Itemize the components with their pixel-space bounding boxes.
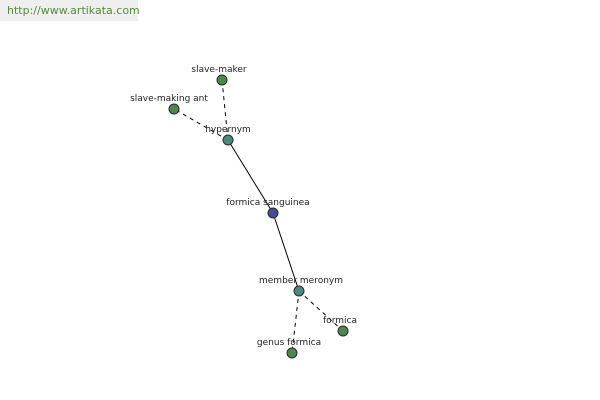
node-label-member-meronym[interactable]: member meronym	[259, 276, 343, 286]
node-member-meronym[interactable]: member meronym	[259, 276, 343, 297]
node-circle-member-meronym[interactable]	[293, 285, 305, 297]
node-label-slave-maker[interactable]: slave-maker	[191, 65, 247, 75]
node-circle-center[interactable]	[267, 207, 279, 219]
watermark-url: http://www.artikata.com	[0, 0, 140, 21]
node-circle-hypernym[interactable]	[222, 134, 234, 146]
node-center[interactable]: formica sanguinea	[226, 198, 310, 219]
node-label-genus-formica[interactable]: genus formica	[257, 338, 321, 348]
node-slave-maker[interactable]: slave-maker	[191, 65, 247, 86]
edge-member-meronym-to-genus-formica	[291, 290, 300, 354]
node-circle-genus-formica[interactable]	[286, 347, 298, 359]
node-label-formica[interactable]: formica	[323, 316, 357, 326]
node-circle-slave-maker[interactable]	[216, 74, 228, 86]
node-slave-making-ant[interactable]: slave-making ant	[130, 94, 208, 115]
node-formica[interactable]: formica	[323, 316, 357, 337]
edge-hypernym-to-slave-maker	[221, 79, 229, 141]
edge-member-meronym-to-formica	[298, 290, 344, 332]
nodes-layer: formica sanguinea hypernym member meronym s…	[130, 65, 357, 359]
edge-center-to-member-meronym	[272, 212, 300, 292]
edges-layer	[173, 79, 344, 354]
node-circle-formica[interactable]	[337, 325, 349, 337]
edge-hypernym-to-slave-making-ant	[173, 108, 229, 141]
node-label-hypernym[interactable]: hypernym	[205, 125, 251, 135]
node-circle-slave-making-ant[interactable]	[168, 103, 180, 115]
node-label-slave-making-ant[interactable]: slave-making ant	[130, 94, 208, 104]
node-label-center[interactable]: formica sanguinea	[226, 198, 309, 208]
node-hypernym[interactable]: hypernym	[205, 125, 251, 146]
edge-center-to-hypernym	[227, 139, 274, 214]
node-genus-formica[interactable]: genus formica	[257, 338, 321, 359]
